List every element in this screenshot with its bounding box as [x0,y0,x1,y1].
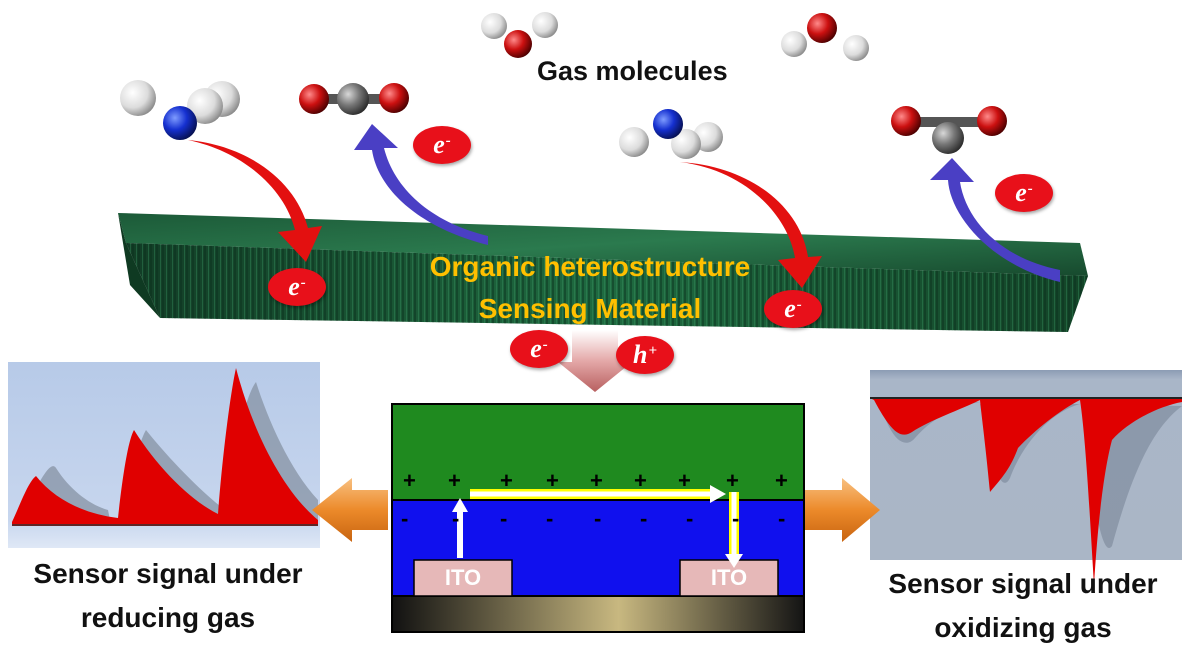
gas-molecules-label: Gas molecules [537,56,728,86]
oxidizing-gas-caption: Sensor signal under oxidizing gas [862,562,1184,650]
plus-sign: + [546,468,559,493]
plus-sign: + [448,468,461,493]
hole-badge: h+ [616,336,674,374]
signal-panel-oxidizing [870,370,1182,585]
plus-sign: + [403,468,416,493]
h2o-molecule-right [781,13,869,61]
plus-sign: + [634,468,647,493]
material-label-line1: Organic heterostructure [429,251,751,282]
electron-badge: e- [413,126,471,164]
ito-electrode-left-box [413,559,513,597]
reducing-caption-line2: reducing gas [80,602,256,633]
ito-electrode-left: ITO [444,565,482,590]
blue-arrow-right [930,158,1060,282]
oxidizing-caption-line1: Sensor signal under [888,568,1158,599]
minus-sign: - [546,506,554,531]
minus-sign: - [401,506,409,531]
carrier-path-arrows [452,485,743,568]
minus-sign: - [500,506,508,531]
electron-badge: e- [268,268,326,306]
ito-electrode-right-box [679,559,779,597]
reducing-signal-trace [12,368,318,526]
h2o-molecule-left [481,12,558,58]
plus-sign: + [726,468,739,493]
orange-arrow-right [805,478,880,542]
oxidizing-signal-trace [870,398,1182,585]
co2-molecule-left [299,83,409,115]
sensing-material-slab [118,213,1088,332]
co2-molecule-right [891,106,1007,154]
reducing-caption-line1: Sensor signal under [33,558,303,589]
electron-badge: e- [995,174,1053,212]
red-arrow-left [188,140,322,262]
plus-sign: + [678,468,691,493]
plus-sign: + [590,468,603,493]
oxidizing-caption-line2: oxidizing gas [934,612,1112,643]
red-arrow-right [680,162,822,288]
electron-badge: e- [764,290,822,328]
nh3-molecule-right [619,109,723,159]
material-label-line2: Sensing Material [478,293,702,324]
ito-electrode-right: ITO [710,565,748,590]
minus-sign: - [686,506,694,531]
sensing-material-label: Organic heterostructure Sensing Material [400,246,780,330]
minus-sign: - [640,506,648,531]
plus-sign: + [775,468,788,493]
electron-badge: e- [510,330,568,368]
reducing-gas-caption: Sensor signal under reducing gas [8,552,328,640]
minus-sign: - [452,506,460,531]
orange-arrow-left [312,478,388,542]
minus-sign: - [732,506,740,531]
down-arrow [558,330,632,392]
nh3-molecule-left [120,80,240,140]
minus-sign: - [594,506,602,531]
signal-panel-reducing [8,362,320,548]
plus-sign: + [500,468,513,493]
minus-sign: - [778,506,786,531]
blue-arrow-left [354,124,488,245]
